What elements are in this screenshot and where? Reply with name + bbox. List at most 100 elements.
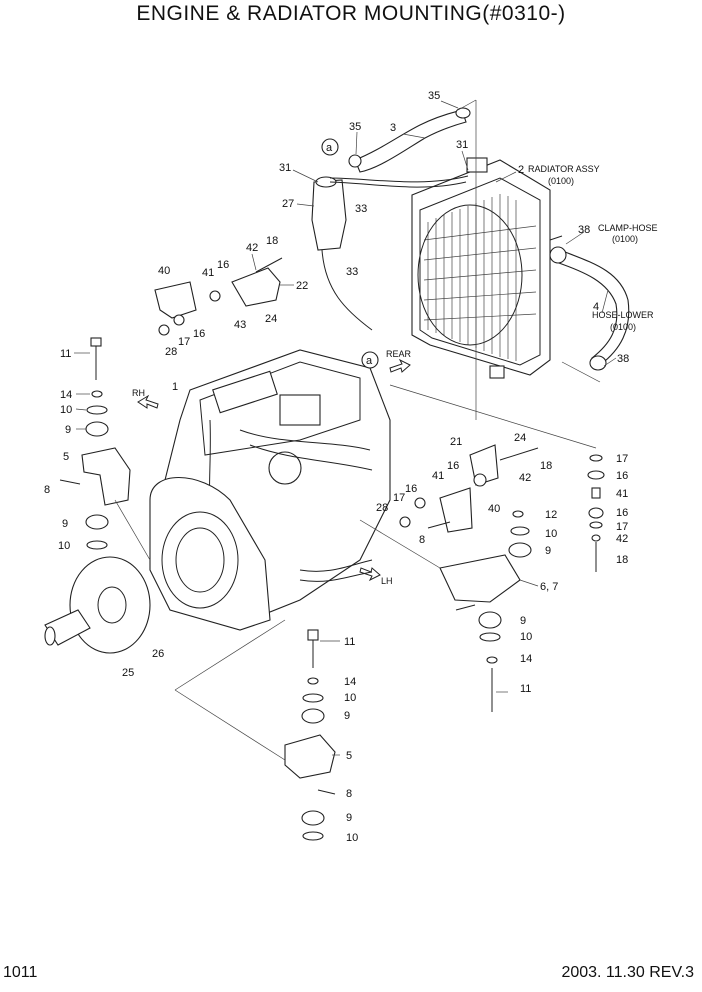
- callout: 42: [616, 533, 628, 545]
- caption-radiator-assy: RADIATOR ASSY: [528, 164, 600, 174]
- callout: 31: [279, 162, 291, 174]
- callout: 10: [545, 528, 557, 540]
- callout: 5: [346, 750, 352, 762]
- callout: 11: [344, 636, 355, 648]
- callout: 10: [346, 832, 358, 844]
- callout: 28: [165, 346, 177, 358]
- upper-hose: [348, 107, 471, 173]
- front-right-mount: [439, 510, 532, 712]
- reference-lines: [114, 99, 601, 761]
- callout: 35: [349, 121, 361, 133]
- callout: 1: [172, 381, 178, 393]
- callout: 26: [152, 648, 164, 660]
- callout: 17: [616, 453, 628, 465]
- callout: 40: [488, 503, 500, 515]
- callout: 11: [60, 348, 71, 360]
- caption-rear: REAR: [386, 349, 412, 359]
- callout: 16: [217, 259, 229, 271]
- callout: 9: [344, 710, 350, 722]
- caption-radiator-code: (0100): [548, 176, 574, 186]
- callout: 8: [44, 484, 50, 496]
- callout: 6, 7: [540, 581, 558, 593]
- leader-lines: [74, 100, 617, 756]
- flywheel-housing: [149, 476, 271, 631]
- revision-date: 2003. 11.30 REV.3: [561, 964, 694, 981]
- callout: 17: [393, 492, 405, 504]
- callout: 3: [390, 122, 396, 134]
- reference-marker-a: a a: [321, 138, 379, 369]
- callout: 10: [60, 404, 72, 416]
- part-callouts: 35 35 3 31 31 2 27 33 33 42 18 40 41 16 …: [44, 90, 629, 844]
- callout: 10: [344, 692, 356, 704]
- callout: 22: [296, 280, 308, 292]
- callout: 21: [450, 436, 462, 448]
- callout: 25: [122, 667, 134, 679]
- callout: 42: [246, 242, 258, 254]
- callout: 28: [376, 502, 388, 514]
- callout: 9: [62, 518, 68, 530]
- callout: 4: [593, 301, 599, 313]
- callout: 31: [456, 139, 468, 151]
- callout: 41: [616, 488, 628, 500]
- caption-clamp-hose: CLAMP-HOSE: [598, 223, 658, 233]
- left-mount-stack: [59, 337, 131, 550]
- callout: 5: [63, 451, 69, 463]
- caption-hose-code: (0100): [610, 322, 636, 332]
- callout: 12: [545, 509, 557, 521]
- svg-text:a: a: [366, 355, 373, 367]
- callout: 14: [344, 676, 356, 688]
- callout: 8: [346, 788, 352, 800]
- caption-clamp-code: (0100): [612, 234, 638, 244]
- callout: 16: [447, 460, 459, 472]
- callout: 16: [405, 483, 417, 495]
- callout: 33: [346, 266, 358, 278]
- right-rear-bracket: [399, 444, 539, 533]
- callout: 33: [355, 203, 367, 215]
- callout: 42: [519, 472, 531, 484]
- callout: 43: [234, 319, 246, 331]
- caption-lh: LH: [381, 576, 393, 586]
- reservoir-tank: [311, 175, 469, 331]
- callout: 11: [520, 683, 531, 695]
- callout: 17: [178, 336, 190, 348]
- callout: 14: [520, 653, 532, 665]
- callout: 8: [419, 534, 425, 546]
- page-title: ENGINE & RADIATOR MOUNTING(#0310-): [136, 2, 566, 25]
- callout: 9: [520, 615, 526, 627]
- callout: 9: [545, 545, 551, 557]
- page-number: 1011: [3, 964, 38, 981]
- callout: 35: [428, 90, 440, 102]
- callout: 16: [616, 507, 628, 519]
- caption-hose-lower: HOSE-LOWER: [592, 310, 654, 320]
- callout: 41: [202, 267, 214, 279]
- callout: 18: [266, 235, 278, 247]
- upper-bracket-set: [154, 257, 283, 336]
- callout: 2: [518, 164, 524, 176]
- callout: 38: [578, 224, 590, 236]
- callout: 18: [616, 554, 628, 566]
- callout: 24: [514, 432, 526, 444]
- coupling-plate: [44, 556, 151, 654]
- caption-rh: RH: [132, 388, 145, 398]
- callout: 17: [616, 521, 628, 533]
- direction-arrows: [137, 358, 411, 582]
- callout: 9: [65, 424, 71, 436]
- callout: 9: [346, 812, 352, 824]
- callout: 27: [282, 198, 294, 210]
- callout: 16: [616, 470, 628, 482]
- callout: 41: [432, 470, 444, 482]
- lower-hose: [549, 246, 630, 371]
- callout: 18: [540, 460, 552, 472]
- callout: 40: [158, 265, 170, 277]
- callout: 14: [60, 389, 72, 401]
- bottom-mount-stack: [284, 629, 336, 841]
- svg-text:a: a: [326, 142, 333, 154]
- far-right-stack: [587, 454, 605, 572]
- callout: 38: [617, 353, 629, 365]
- callout: 10: [520, 631, 532, 643]
- radiator-assembly: [411, 157, 563, 379]
- callout: 16: [193, 328, 205, 340]
- callout: 10: [58, 540, 70, 552]
- callout: 24: [265, 313, 277, 325]
